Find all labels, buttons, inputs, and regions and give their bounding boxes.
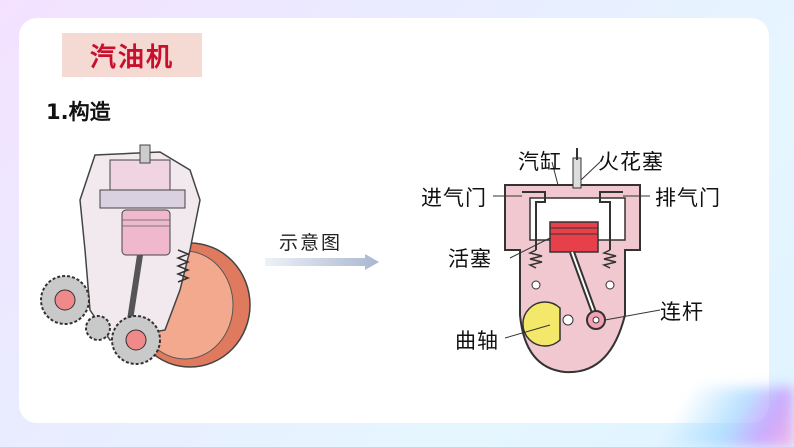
title-tag: 汽油机 [62,33,202,77]
connecting-rod [569,250,606,330]
label-spark-plug: 火花塞 [598,150,664,174]
label-cylinder: 汽缸 [518,150,562,174]
engine-spring [175,249,191,283]
engine-gear-large [40,275,90,325]
schematic-arrow [265,254,379,270]
section-heading: 1.构造 [46,100,111,124]
valve-right [599,191,623,250]
label-intake-valve: 进气门 [421,186,487,210]
piston-block [549,221,599,253]
label-piston: 活塞 [448,247,492,271]
label-exhaust-valve: 排气门 [655,186,721,210]
spark-plug [572,148,582,189]
engine-gear-bottom [111,315,161,365]
springs [527,249,617,290]
label-crankshaft: 曲轴 [455,329,499,353]
label-connecting-rod: 连杆 [660,300,704,324]
valve-left [522,191,546,250]
leader-lines [493,161,661,339]
arrow-label: 示意图 [279,232,343,254]
engine-gear-small [85,315,111,341]
engine-piston [121,209,171,321]
cylinder-outline [504,184,641,374]
crankshaft [522,301,574,347]
engine-schematic-diagram [493,148,661,374]
corner-decoration [634,387,794,447]
engine-cutaway-illustration [40,144,251,368]
